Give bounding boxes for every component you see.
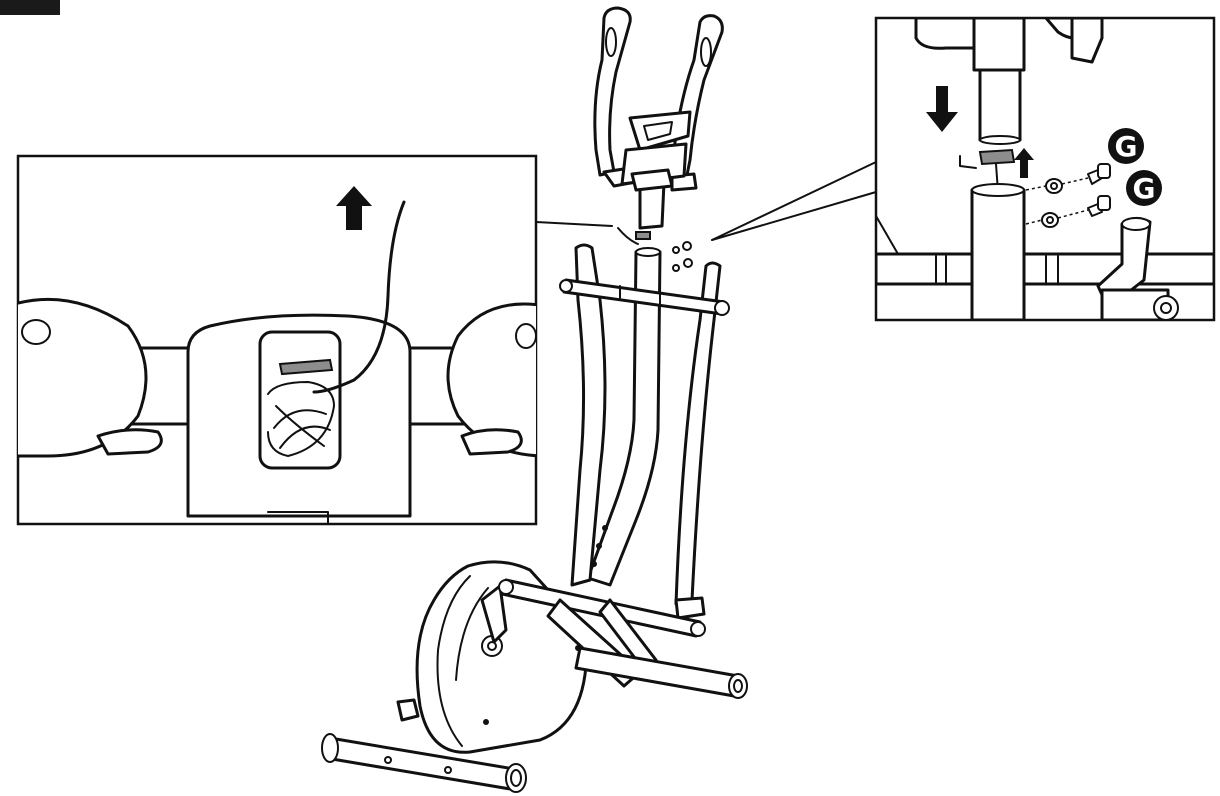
corner-tab [0, 0, 60, 15]
arrow-up-icon [336, 186, 372, 230]
handlebar-assembly [593, 6, 724, 230]
rear-stabilizer [574, 646, 748, 699]
front-stabilizer [321, 698, 527, 793]
pedal-rail [498, 578, 706, 638]
arrow-down-icon [926, 86, 958, 132]
callout-leaders [535, 161, 877, 241]
right-lower-arm [674, 261, 722, 606]
part-g-badge-bottom: G [1126, 170, 1162, 206]
arrow-up-icon [1014, 148, 1034, 178]
svg-text:G: G [1133, 172, 1156, 205]
detail-callout-left [16, 154, 538, 526]
left-lower-arm [570, 243, 607, 587]
mast-top-parts [617, 227, 693, 272]
svg-text:G: G [1115, 130, 1138, 163]
cross-tube [559, 278, 730, 316]
part-g-badge-top: G [1108, 128, 1144, 164]
flywheel-housing [415, 560, 589, 754]
elliptical-trainer [321, 6, 748, 793]
detail-callout-right: G G [874, 16, 1216, 322]
